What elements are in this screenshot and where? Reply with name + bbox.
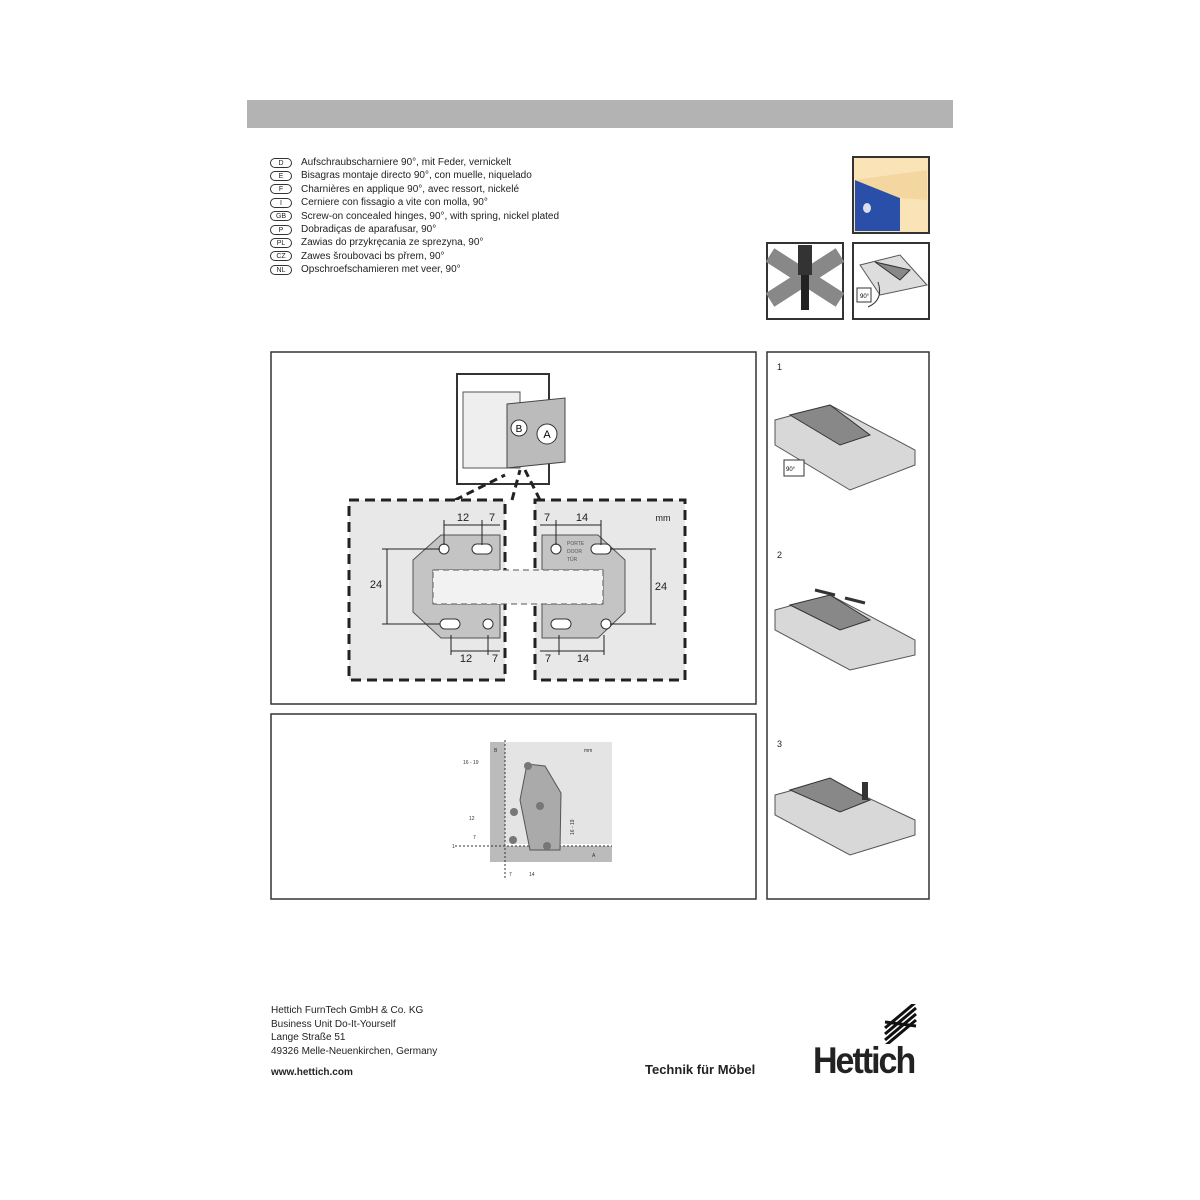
language-code: I: [270, 197, 292, 208]
language-text: Opschroefschamieren met veer, 90°: [301, 264, 461, 276]
language-item: D Aufschraubscharniere 90°, mit Feder, ve…: [270, 156, 559, 169]
language-code: F: [270, 184, 292, 195]
svg-text:16 - 19: 16 - 19: [463, 760, 479, 766]
svg-text:mm: mm: [584, 748, 592, 754]
language-item: GB Screw-on concealed hinges, 90°, with s…: [270, 210, 559, 223]
language-code: D: [270, 157, 292, 168]
language-code: GB: [270, 211, 292, 222]
language-code: P: [270, 224, 292, 235]
thumbnail-hinge-90: 90°: [852, 242, 930, 320]
language-item: P Dobradiças de aparafusar, 90°: [270, 223, 559, 236]
svg-text:24: 24: [370, 579, 382, 591]
svg-text:12: 12: [469, 816, 475, 822]
step-3-illustration: [774, 777, 916, 856]
language-code: E: [270, 171, 292, 182]
thumbnail-drill: [765, 242, 845, 320]
website-link[interactable]: www.hettich.com: [271, 1067, 353, 1078]
svg-text:24: 24: [655, 581, 667, 593]
svg-text:14: 14: [529, 872, 535, 878]
svg-text:7: 7: [489, 512, 495, 524]
svg-text:7: 7: [492, 653, 498, 665]
svg-text:12: 12: [460, 653, 472, 665]
svg-text:12: 12: [457, 512, 469, 524]
svg-text:B: B: [516, 424, 523, 435]
company-name: Hettich FurnTech GmbH & Co. KG: [271, 1005, 424, 1016]
hettich-logo-stripes: [884, 1004, 917, 1044]
svg-text:7: 7: [509, 872, 512, 878]
svg-text:A: A: [592, 853, 596, 859]
language-item: F Charnières en applique 90°, avec ressor…: [270, 183, 559, 196]
step-2-number: 2: [777, 550, 782, 560]
svg-text:90°: 90°: [860, 294, 870, 300]
language-list: D Aufschraubscharniere 90°, mit Feder, ve…: [270, 156, 559, 277]
slogan: Technik für Möbel: [645, 1062, 756, 1077]
hinge-side-view: 16 - 19 12 7 1 7 14 mm B A 16 - 19: [452, 740, 612, 880]
language-text: Bisagras montaje directo 90°, con muelle…: [301, 170, 532, 182]
language-item: I Cerniere con fissagio a vite con molla,…: [270, 196, 559, 209]
svg-text:7: 7: [544, 512, 550, 524]
svg-text:B: B: [494, 748, 498, 754]
thumbnail-cabinet: [852, 156, 930, 234]
svg-text:16 - 19: 16 - 19: [570, 819, 576, 835]
svg-text:TÜR: TÜR: [567, 556, 578, 563]
svg-text:14: 14: [576, 512, 588, 524]
step-1-illustration: 90°: [774, 404, 916, 491]
hettich-logo: Hettich: [813, 1040, 916, 1082]
language-text: Aufschraubscharniere 90°, mit Feder, ver…: [301, 157, 512, 168]
language-code: PL: [270, 238, 292, 249]
svg-text:1: 1: [452, 844, 455, 850]
svg-text:90°: 90°: [786, 467, 796, 473]
language-code: CZ: [270, 251, 292, 262]
step-2-illustration: [774, 588, 916, 671]
language-text: Zawias do przykręcania ze sprezyna, 90°: [301, 237, 484, 249]
svg-text:DOOR: DOOR: [567, 549, 582, 555]
step-1-number: 1: [777, 362, 782, 372]
language-code: NL: [270, 264, 292, 275]
svg-text:7: 7: [473, 835, 476, 841]
language-text: Charnières en applique 90°, avec ressort…: [301, 183, 520, 195]
language-text: Screw-on concealed hinges, 90°, with spr…: [301, 210, 560, 222]
language-item: NL Opschroefschamieren met veer, 90°: [270, 263, 559, 276]
city: 49326 Melle-Neuenkirchen, Germany: [271, 1045, 438, 1057]
svg-text:mm: mm: [656, 513, 671, 523]
step-3-number: 3: [777, 739, 782, 749]
company-address: Hettich FurnTech GmbH & Co. KG Business …: [271, 1004, 437, 1058]
svg-text:A: A: [543, 429, 551, 441]
svg-text:PORTE: PORTE: [567, 541, 585, 547]
street: Lange Straße 51: [271, 1032, 346, 1043]
language-item: E Bisagras montaje directo 90°, con muell…: [270, 169, 559, 182]
drilling-template: 12 7 12 7 7 14 7 14 24 24 mm PORTE DOOR …: [347, 498, 687, 682]
language-item: PL Zawias do przykręcania ze sprezyna, 90…: [270, 236, 559, 249]
language-text: Zawes šroubovaci bs přrem, 90°: [301, 250, 445, 262]
svg-text:14: 14: [577, 653, 589, 665]
svg-text:7: 7: [545, 653, 551, 665]
language-text: Dobradiças de aparafusar, 90°: [301, 223, 437, 235]
cabinet-illustration: B A: [454, 373, 566, 502]
language-item: CZ Zawes šroubovaci bs přrem, 90°: [270, 250, 559, 263]
business-unit: Business Unit Do-It-Yourself: [271, 1018, 396, 1030]
language-text: Cerniere con fissagio a vite con molla, …: [301, 197, 488, 209]
header-bar: [247, 100, 953, 128]
